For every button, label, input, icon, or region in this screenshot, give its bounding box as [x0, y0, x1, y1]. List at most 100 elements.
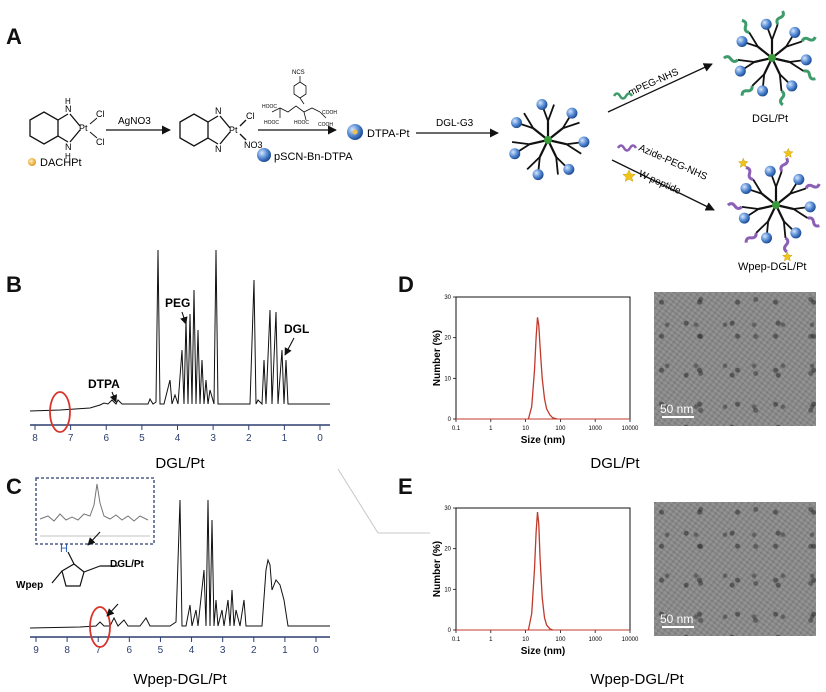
dtpa-pt-sphere-icon — [566, 107, 578, 119]
nmr-tick-label: 5 — [139, 433, 145, 444]
panel-label-e: E — [398, 474, 413, 499]
nmr-c-inset-spectrum — [39, 483, 149, 522]
dendrimer-branch — [771, 23, 779, 41]
dtpa-pt-sphere-icon — [760, 18, 772, 30]
dtpa-pt-sphere-icon — [536, 99, 548, 111]
dls-x-tick-label: 100 — [555, 637, 566, 643]
panel-label-b: B — [6, 272, 22, 297]
nmr-tick-label: 4 — [189, 645, 195, 656]
nmr-tick-label: 3 — [210, 433, 216, 444]
dtpa-pt-sphere-icon — [761, 232, 773, 244]
dtpa-pt-sphere-icon — [740, 182, 752, 194]
nmr-tick-label: 0 — [313, 645, 319, 656]
nmr-b-red-circle — [49, 391, 71, 433]
nmr-tick-label: 0 — [317, 433, 323, 444]
nmr-tick-label: 7 — [68, 433, 74, 444]
nmr-tick-label: 1 — [282, 433, 288, 444]
nmr-tick-label: 5 — [158, 645, 164, 656]
dachpt-h-bottom: H — [65, 152, 71, 161]
tem-d-scale-label: 50 nm — [660, 402, 694, 416]
dendrimer-branch — [789, 61, 805, 72]
dtpa-pt-sphere-icon — [736, 35, 748, 47]
dtpa-pt-sphere-icon — [532, 169, 544, 181]
dtpa-ncs: NCS — [292, 70, 305, 76]
dachpt-pt: Pt — [79, 123, 88, 133]
mpeg-chain-icon — [800, 36, 817, 43]
tem-e-scale-label: 50 nm — [660, 612, 694, 626]
nmr-b-dtpa-label: DTPA — [88, 377, 120, 391]
dls-x-tick-label: 1000 — [589, 426, 603, 432]
azide-peg-chain-icon — [745, 166, 754, 181]
dtpa-pt-label: DTPA-Pt — [367, 128, 410, 140]
dls-x-tick-label: 0.1 — [452, 426, 461, 432]
dtpa-pt-sphere-icon — [786, 80, 798, 92]
dtpa-cooh-2: COOH — [318, 122, 333, 128]
dendrimer-wpep-dgl-pt — [726, 147, 821, 262]
dls-e-caption: Wpep-DGL/Pt — [590, 671, 684, 688]
tem-e-scale-bar — [662, 626, 694, 628]
dtpa-pt-core-icon — [352, 129, 358, 135]
dls-y-axis-label: Number (%) — [432, 541, 443, 597]
mpeg-chain-icon — [803, 69, 816, 81]
dtpa-structure — [271, 76, 327, 121]
dendrimer-branch — [793, 208, 809, 219]
dachpt-cl-bottom: Cl — [96, 137, 105, 147]
dls-x-tick-label: 1 — [489, 637, 493, 643]
mpeg-icon — [612, 92, 634, 100]
dendrimer-branch — [748, 31, 759, 48]
dls-x-tick-label: 10 — [522, 426, 529, 432]
dls-y-tick-label: 10 — [444, 587, 451, 593]
dendrimer-branch — [755, 220, 769, 234]
dachpt-gold-dot-icon — [28, 158, 36, 166]
dendrimer-branch — [511, 141, 530, 146]
nmr-c-red-circle — [89, 606, 111, 648]
dls-x-axis-label: Size (nm) — [521, 435, 565, 446]
dls-x-tick-label: 10 — [522, 637, 529, 643]
dendrimer-branch — [751, 73, 765, 87]
panel-label-d: D — [398, 272, 414, 297]
dendrimer-dgl-pt — [722, 10, 817, 107]
dendrimer-branch — [523, 112, 534, 129]
dgl-pt-product-label: DGL/Pt — [752, 113, 788, 125]
nmr-b-peg-label: PEG — [165, 296, 190, 310]
triazole-structure — [51, 551, 118, 587]
mpeg-chain-icon — [740, 85, 754, 96]
mpeg-chain-icon — [741, 19, 750, 34]
dls-x-tick-label: 0.1 — [452, 637, 461, 643]
dendrimer-core-icon — [772, 201, 780, 209]
dls-y-axis-label: Number (%) — [432, 330, 443, 386]
nmr-tick-label: 6 — [103, 433, 109, 444]
dgl-g3-label: DGL-G3 — [436, 118, 474, 129]
w-peptide-star-icon — [737, 157, 749, 168]
scheme-panel: N H N H Pt Cl Cl DACHPt AgNO3 N N Pt Cl … — [28, 10, 821, 273]
dls-x-tick-label: 10000 — [622, 637, 639, 643]
dtpa-hooc-1: HOOC — [262, 104, 277, 110]
mpeg-chain-icon — [779, 89, 786, 107]
dendrimer-branch — [555, 156, 559, 175]
nmr-c-wpep-label: Wpep — [16, 580, 43, 591]
arrow-azide — [611, 159, 715, 211]
dendrimer-branch — [778, 74, 783, 92]
nmr-c-inset-box — [35, 477, 155, 545]
mpeg-chain-icon — [722, 55, 739, 63]
dtpa-pt-sphere-icon — [510, 117, 522, 129]
dls-y-tick-label: 10 — [444, 376, 451, 382]
azide-peg-chain-icon — [783, 236, 790, 254]
dtpa-pt-sphere-icon — [563, 163, 575, 175]
nmr-tick-label: 2 — [251, 645, 257, 656]
nmr-tick-label: 7 — [95, 645, 101, 656]
tem-d-scale-bar — [662, 416, 694, 418]
dls-size-distribution-line — [527, 317, 558, 420]
intermediate-structure — [179, 113, 247, 147]
dls-plot-frame — [455, 296, 631, 420]
azide-peg-chain-icon — [744, 232, 758, 243]
dendrimer-branch — [737, 59, 755, 63]
azide-peg-chain-icon — [804, 183, 821, 190]
azide-peg-icon — [616, 144, 638, 152]
dls-x-tick-label: 1000 — [589, 637, 603, 643]
w-peptide-star-icon — [781, 251, 793, 262]
